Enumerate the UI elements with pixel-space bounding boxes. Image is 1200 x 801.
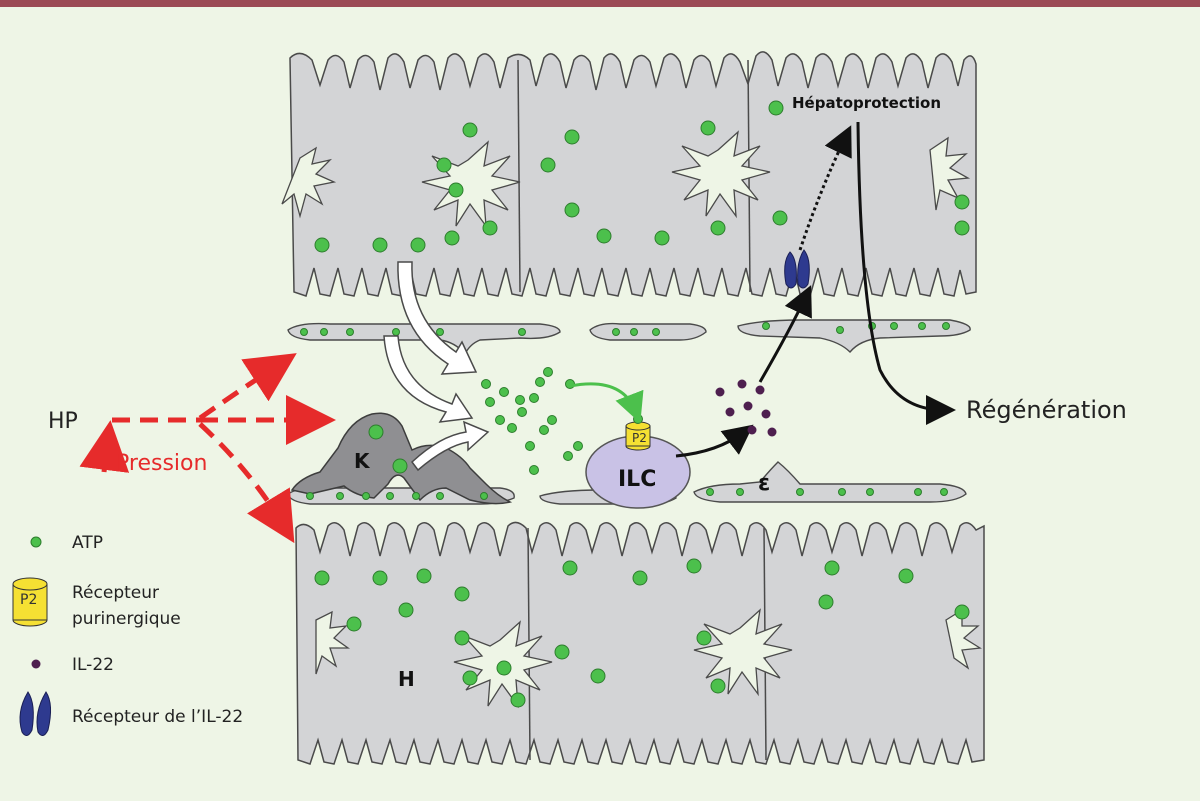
- il22-release-arrow: [675, 424, 754, 458]
- legend-atp: ATP: [72, 533, 103, 553]
- pressure-arrows: [79, 353, 336, 544]
- legend-receptor-line2: purinergique: [72, 609, 181, 629]
- regeneration-label: Régénération: [966, 396, 1127, 424]
- hepatoprotection-label: Hépatoprotection: [792, 94, 941, 112]
- hepatocytes-top: [281, 51, 977, 297]
- hepatocyte-label: H: [398, 667, 415, 691]
- top-bar: [0, 0, 1200, 7]
- il22-binding-arrow: [758, 285, 812, 383]
- release-arrows: [383, 261, 490, 472]
- hp-label: HP: [48, 409, 78, 434]
- p2-legend-icon: [12, 577, 48, 627]
- il22-receptor-icon: [784, 249, 810, 289]
- hepatoprotection-arrow: [798, 125, 852, 251]
- legend-il22: IL-22: [72, 655, 114, 675]
- legend: ATP P2 Récepteur purinergique IL-22 Réce…: [12, 533, 243, 736]
- pressure-label: Pression: [116, 451, 207, 476]
- il22-legend-icon: [31, 659, 41, 669]
- legend-il22-receptor: Récepteur de l’IL-22: [72, 707, 243, 727]
- il22-molecules: [715, 379, 777, 437]
- kupffer-cell: [290, 412, 513, 505]
- kupffer-label: K: [354, 449, 371, 473]
- p2-receptor-icon: [625, 421, 651, 451]
- legend-p2-tag: P2: [20, 592, 37, 608]
- regeneration-arrow: [856, 121, 956, 425]
- hepatocytes-bottom: [295, 521, 985, 765]
- atp-legend-icon: [30, 536, 42, 548]
- atp-binding-arrow: [569, 382, 644, 424]
- atp-molecules: [300, 100, 970, 708]
- p2-label: P2: [632, 431, 647, 445]
- legend-receptor-line1: Récepteur: [72, 583, 159, 603]
- endothelial-label: ε: [758, 471, 770, 496]
- ilc-label: ILC: [618, 467, 656, 492]
- il22-receptor-legend-icon: [19, 691, 52, 736]
